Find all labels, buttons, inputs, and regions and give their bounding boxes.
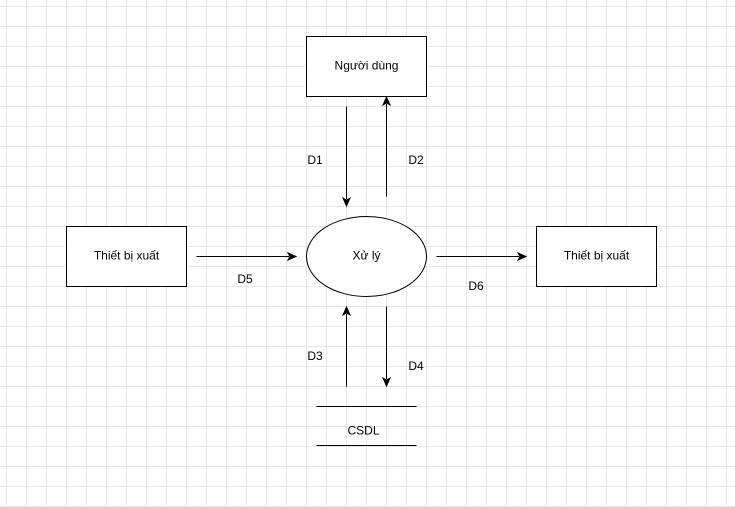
user-box xyxy=(306,36,427,97)
database-node[interactable]: CSDL xyxy=(316,406,417,446)
flow-d2-arrow xyxy=(381,95,392,197)
output-device-node[interactable]: Thiết bị xuất xyxy=(536,226,657,287)
process-ellipse xyxy=(306,216,427,297)
database-label: CSDL xyxy=(347,424,379,438)
flow-d2-arrowhead xyxy=(381,95,392,107)
process-node[interactable]: Xử lý xyxy=(306,216,427,297)
flow-d5-arrow xyxy=(196,251,298,262)
flow-d1-label: D1 xyxy=(307,153,323,167)
flow-d1-arrow xyxy=(341,106,352,208)
flow-d4-arrow xyxy=(381,306,392,388)
flow-d3-arrow xyxy=(341,305,352,387)
flow-d3-label: D3 xyxy=(307,349,323,363)
flow-d4-label: D4 xyxy=(408,359,424,373)
flow-d5-arrowhead xyxy=(286,251,298,262)
output-device-box xyxy=(536,226,657,287)
flow-d5-label: D5 xyxy=(237,272,253,286)
output-device-label: Thiết bị xuất xyxy=(564,249,630,263)
user-label: Người dùng xyxy=(335,59,399,73)
input-device-box xyxy=(66,226,187,287)
user-node[interactable]: Người dùng xyxy=(306,36,427,97)
input-device-label: Thiết bị xuất xyxy=(94,249,160,263)
process-label: Xử lý xyxy=(352,249,380,263)
input-device-node[interactable]: Thiết bị xuất xyxy=(66,226,187,287)
flow-d6-label: D6 xyxy=(468,279,484,293)
flow-d3-arrowhead xyxy=(341,305,352,317)
flow-d6-arrowhead xyxy=(516,251,528,262)
flow-d4-arrowhead xyxy=(381,376,392,388)
flow-d2-label: D2 xyxy=(408,153,424,167)
flow-d1-arrowhead xyxy=(341,196,352,208)
flow-d6-arrow xyxy=(436,251,528,262)
